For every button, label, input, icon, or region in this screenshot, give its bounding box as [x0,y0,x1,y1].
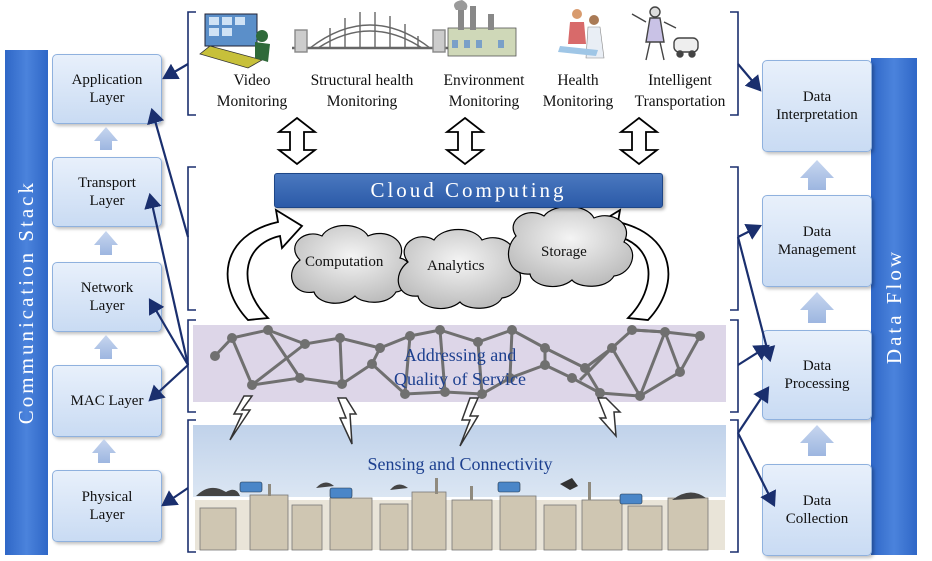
data-flow-band: Data Flow [871,58,917,555]
lightning-bolts [229,395,622,447]
bracket-network [187,319,196,413]
right-connector-arrows [736,63,776,507]
curved-up-arrow-left [226,208,304,321]
arrow-network-to-transport [144,192,190,366]
arrow-to-interpretation [737,63,762,92]
factory-icon [447,0,517,57]
cloud-computing-bar: Cloud Computing [274,173,663,208]
video-monitoring-icon [199,13,270,69]
lightning-icon [596,397,622,439]
app-label-structural-health: Structural health Monitoring [310,72,414,110]
left-connector-arrows [144,63,190,507]
bracket-applications-right [730,11,739,116]
up-arrow-icon [800,292,834,323]
left-stack-up-arrows [92,127,118,463]
arrow-sensing-to-physical [161,487,189,507]
layer-network: Network Layer [52,262,162,332]
stage-data-processing: Data Processing [762,330,872,420]
arrow-cloud-to-application [147,107,190,238]
app-label-video-monitoring: Video Monitoring [216,72,288,110]
addressing-qos-label: Addressing and Quality of Service [394,345,526,389]
camera-icon [239,481,643,505]
arrow-network-to-processing [737,344,770,366]
up-arrow-icon [92,439,116,463]
lightning-icon [459,397,480,447]
double-arrow-icon [276,116,318,166]
stage-data-interpretation: Data Interpretation [762,60,872,152]
arrow-to-management [737,224,762,240]
layer-application: Application Layer [52,54,162,124]
layer-physical: Physical Layer [52,470,162,542]
city-skyline [195,478,725,551]
up-arrow-icon [94,231,118,255]
layer-mac: MAC Layer [52,365,162,437]
communication-stack-band: Communication Stack [5,50,48,555]
arrow-sensing-to-processing [737,386,770,434]
chimney-smoke-icon [196,487,240,496]
cloud-analytics [397,228,522,310]
cloud-label-computation: Computation [305,254,384,270]
network-mesh [213,328,702,398]
up-arrow-icon [94,127,118,150]
lightning-icon [336,397,358,445]
cloud-storage [507,205,634,288]
bracket-network-right [730,319,739,413]
up-arrow-icon [94,335,118,359]
up-arrow-icon [800,425,834,456]
patient-icon [558,9,605,59]
double-arrow-icon [618,116,660,166]
cloud-label-storage: Storage [541,244,587,260]
stage-data-collection: Data Collection [762,464,872,556]
arrow-sensing-to-collection [737,432,776,507]
traffic-officer-icon [631,6,699,61]
app-label-environment: Environment Monitoring [443,72,525,110]
right-stack-up-arrows [800,160,834,456]
bidirectional-arrows [276,116,660,166]
bracket-cloud [187,166,196,311]
cloud-label-analytics: Analytics [427,258,485,274]
bracket-cloud-right [730,166,739,311]
arrow-cloud-to-processing [736,236,776,363]
stage-data-management: Data Management [762,195,872,287]
arrow-network-to-mac [148,364,189,402]
bracket-sensing [187,419,196,553]
lightning-icon [229,395,254,441]
layer-transport: Transport Layer [52,157,162,227]
arrow-to-application [162,63,189,80]
weathervane-icon [560,478,578,490]
sensing-connectivity-label: Sensing and Connectivity [367,454,553,474]
left-brackets [187,11,196,553]
up-arrow-icon [800,160,834,190]
network-nodes [210,325,705,401]
app-label-intelligent-transportation: Intelligent Transportation [634,72,726,110]
sensing-band [193,425,726,497]
bridge-icon [292,12,448,53]
double-arrow-icon [444,116,486,166]
bracket-sensing-right [730,419,739,553]
app-label-health: Health Monitoring [542,72,614,110]
bracket-applications [187,11,196,116]
arrow-network-to-network [148,298,189,366]
